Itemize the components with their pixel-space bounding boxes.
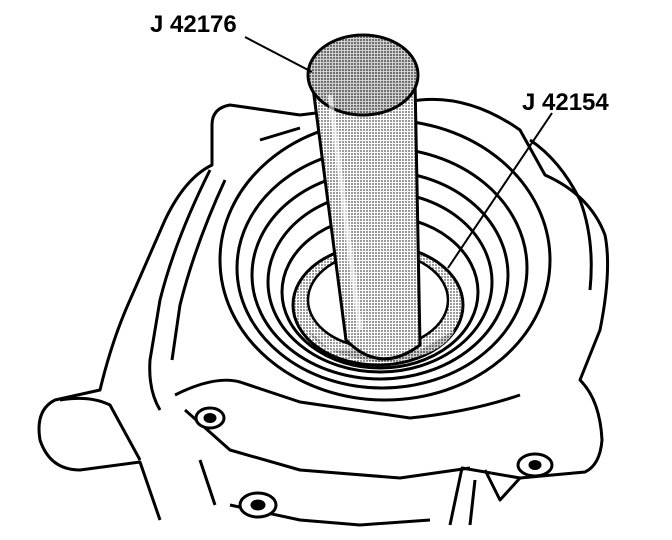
housing-detail-4 <box>198 459 217 506</box>
housing-mid-ledge <box>174 378 521 420</box>
housing-left-rib-inner <box>170 179 227 361</box>
housing-right-rib <box>529 138 593 291</box>
housing-detail-2 <box>483 469 522 502</box>
housing-outline <box>37 97 610 526</box>
driver-handle-highlight <box>327 94 363 331</box>
housing-left-rib <box>148 169 212 411</box>
leader-lines <box>244 36 553 269</box>
installer-seal-shade <box>308 330 455 362</box>
mounting-holes <box>194 406 554 519</box>
leader-line-right <box>447 112 553 269</box>
callout-label-right: J 42154 <box>522 89 609 116</box>
housing-left-boss <box>59 396 142 461</box>
callout-label-top: J 42176 <box>150 11 237 38</box>
driver-handle <box>306 33 422 361</box>
leader-line-top <box>244 36 313 73</box>
housing-detail-3 <box>468 479 477 526</box>
driver-handle-top <box>306 33 420 117</box>
housing-front-face <box>184 408 471 480</box>
housing-detail-1 <box>259 126 301 142</box>
